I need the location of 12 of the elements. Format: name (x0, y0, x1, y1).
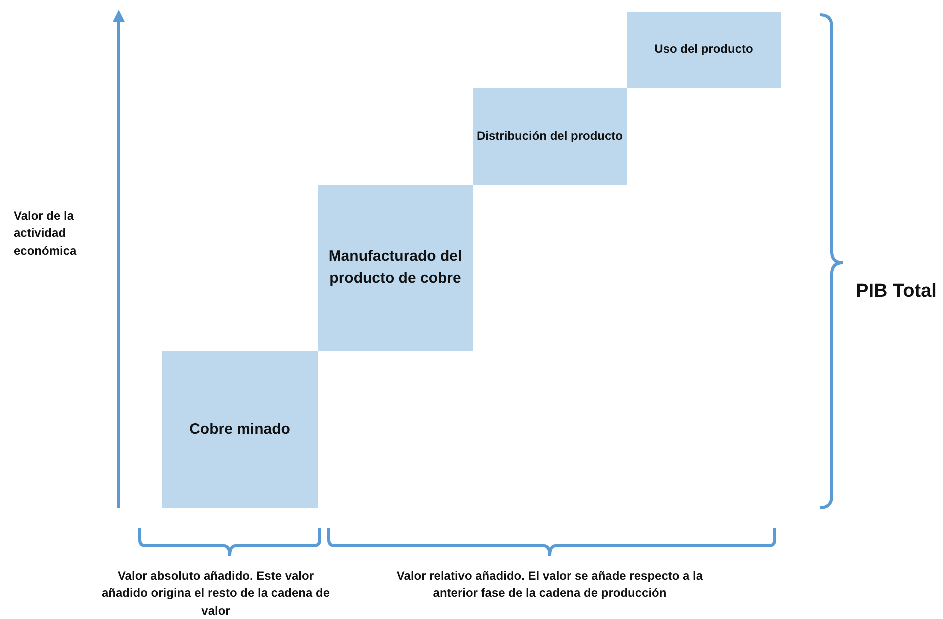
step-box (318, 185, 473, 351)
step-label: Uso del producto (654, 41, 754, 58)
bracket-note: Valor absoluto añadido. Este valor añadido origina el resto de la cadena de valor (100, 568, 332, 619)
bracket-note: Valor relativo añadido. El valor se añade respecto a la anterior fase de la cadena de producción (396, 568, 704, 602)
step-box (162, 351, 318, 508)
step-label: Manufacturado del producto de cobre (328, 247, 464, 289)
step-box (473, 88, 627, 185)
axis-label: Valor de la actividad económica (14, 208, 78, 260)
total-label: PIB Total (855, 280, 938, 304)
step-label: Cobre minado (190, 420, 290, 440)
step-box (627, 12, 781, 88)
step-label: Distribución del producto (477, 128, 623, 145)
